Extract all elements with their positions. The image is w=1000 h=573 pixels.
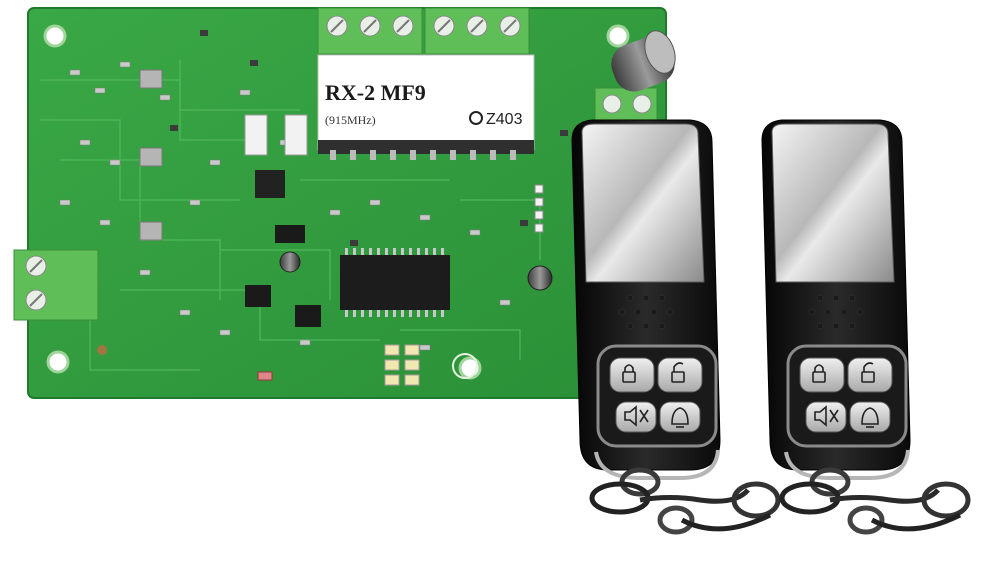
unlock-button[interactable] bbox=[847, 357, 893, 393]
mounting-hole bbox=[46, 350, 70, 374]
mounting-hole bbox=[606, 24, 630, 48]
chrome-panel bbox=[771, 123, 895, 283]
lock-icon bbox=[622, 364, 636, 383]
smd-crystal bbox=[139, 221, 163, 241]
cert-logo-icon bbox=[469, 111, 483, 125]
left-terminal-block bbox=[13, 249, 99, 321]
ground-ring bbox=[452, 353, 478, 379]
mute-icon bbox=[814, 405, 839, 427]
inductor-block bbox=[284, 114, 308, 156]
lock-button[interactable] bbox=[799, 357, 845, 393]
speaker-dots bbox=[618, 294, 674, 330]
remote-control-1 bbox=[571, 119, 781, 535]
small-ic bbox=[245, 285, 271, 307]
smd-led bbox=[257, 371, 273, 381]
model-label: RX-2 MF9 bbox=[325, 80, 426, 105]
status-leds bbox=[384, 344, 420, 386]
inductor-block bbox=[244, 114, 268, 156]
unlock-icon bbox=[671, 362, 685, 383]
alarm-button[interactable] bbox=[659, 401, 701, 433]
mounting-hole bbox=[43, 24, 67, 48]
cert-label: Z403 bbox=[486, 111, 523, 128]
keyring-clip bbox=[589, 467, 781, 535]
small-ic bbox=[255, 170, 285, 198]
small-ic bbox=[295, 305, 321, 327]
alarm-button[interactable] bbox=[849, 401, 891, 433]
smd-crystal bbox=[139, 69, 163, 89]
small-capacitor bbox=[279, 251, 301, 273]
rf-receiver-module: RX-2 MF9 (915MHz) Z403 bbox=[317, 54, 535, 160]
small-capacitor bbox=[527, 265, 553, 291]
lock-icon bbox=[812, 364, 826, 383]
electrolytic-capacitor bbox=[611, 30, 676, 92]
pin-header bbox=[534, 184, 544, 233]
alarm-icon bbox=[861, 407, 879, 428]
keyring-clip bbox=[779, 467, 971, 535]
lock-button[interactable] bbox=[609, 357, 655, 393]
chrome-panel bbox=[581, 123, 705, 283]
remote-control-2 bbox=[761, 119, 971, 535]
alarm-icon bbox=[671, 407, 689, 428]
unlock-icon bbox=[861, 362, 875, 383]
unlock-button[interactable] bbox=[657, 357, 703, 393]
smd-crystal bbox=[139, 147, 163, 167]
top-terminal-block bbox=[317, 7, 530, 55]
mute-icon bbox=[624, 405, 649, 427]
speaker-dots bbox=[808, 294, 864, 330]
main-microcontroller bbox=[340, 248, 450, 317]
receiver-pcb: RX-2 MF9 (915MHz) Z403 bbox=[13, 7, 676, 399]
power-led bbox=[97, 345, 107, 355]
frequency-label: (915MHz) bbox=[325, 113, 376, 127]
small-ic bbox=[275, 225, 305, 243]
